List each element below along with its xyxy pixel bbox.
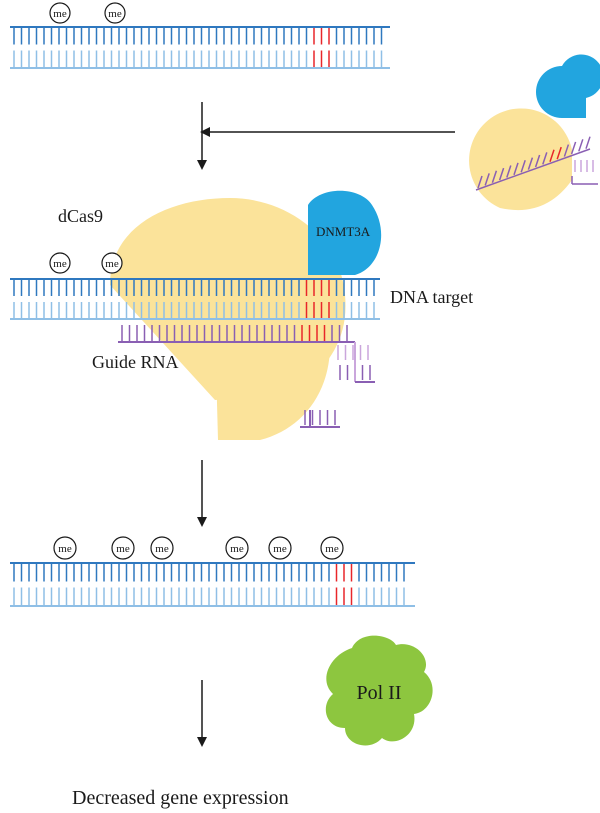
methyl-label: me bbox=[105, 258, 119, 270]
base-pair-tick bbox=[491, 170, 498, 183]
arrow-down bbox=[197, 102, 207, 170]
base-pair-tick bbox=[506, 165, 512, 178]
methyl-mark: me bbox=[268, 536, 292, 560]
base-pair-tick bbox=[549, 149, 555, 163]
dnmt3a-enzyme bbox=[308, 190, 382, 275]
base-pair-tick bbox=[477, 175, 483, 189]
base-pair-tick bbox=[563, 144, 570, 157]
base-pair-tick bbox=[475, 148, 591, 191]
base-pair-tick bbox=[513, 162, 519, 176]
dcas9-label: dCas9 bbox=[58, 206, 103, 226]
base-pair-tick bbox=[570, 141, 577, 155]
methyl-mark: me bbox=[225, 536, 249, 560]
methyl-label: me bbox=[108, 8, 122, 20]
methyl-mark: me bbox=[49, 2, 71, 24]
methyl-label: me bbox=[53, 8, 67, 20]
methyl-mark: me bbox=[111, 536, 135, 560]
arrow-down bbox=[197, 680, 207, 747]
base-pair-tick bbox=[498, 167, 505, 181]
pol2-shape bbox=[325, 635, 433, 746]
methyl-label: me bbox=[325, 543, 339, 555]
dcas9-shape bbox=[469, 108, 572, 211]
methyl-mark: me bbox=[49, 252, 71, 274]
methyl-mark: me bbox=[320, 536, 344, 560]
dna-initial-ticks bbox=[13, 27, 383, 68]
base-pair-tick bbox=[578, 139, 584, 152]
dnmt3a-label: DNMT3A bbox=[316, 224, 371, 239]
dna-target-label: DNA target bbox=[390, 287, 473, 307]
dcas9-dnmt3a-complex-small bbox=[469, 54, 600, 211]
base-pair-tick bbox=[556, 146, 562, 160]
dna-target bbox=[10, 278, 380, 320]
methyl-label: me bbox=[53, 258, 67, 270]
methyl-mark: me bbox=[150, 536, 174, 560]
outcome-label: Decreased gene expression bbox=[72, 787, 289, 809]
methyl-label: me bbox=[116, 543, 130, 555]
methyl-mark: me bbox=[53, 536, 77, 560]
methyl-label: me bbox=[273, 543, 287, 555]
pol2-complex: Pol II bbox=[325, 635, 433, 746]
dnmt3a-shape bbox=[536, 54, 600, 118]
methyl-mark: me bbox=[101, 252, 123, 274]
guide-rna-small bbox=[475, 136, 598, 191]
dna-initial: me me bbox=[10, 2, 390, 69]
dna-methylated-ticks bbox=[13, 563, 405, 606]
base-pair-tick bbox=[520, 160, 526, 173]
dna-target-ticks bbox=[13, 279, 375, 319]
base-pair-tick bbox=[484, 173, 490, 186]
guide-rna bbox=[118, 325, 375, 428]
pol2-label: Pol II bbox=[357, 682, 402, 704]
base-pair-tick bbox=[534, 154, 541, 168]
methyl-label: me bbox=[58, 543, 72, 555]
methyl-label: me bbox=[155, 543, 169, 555]
methyl-mark: me bbox=[104, 2, 126, 24]
arrow-down bbox=[197, 460, 207, 527]
base-pair-tick bbox=[542, 152, 548, 165]
arrow-left bbox=[200, 127, 455, 137]
base-pair-tick bbox=[527, 157, 534, 170]
dcas9-body bbox=[110, 198, 346, 440]
base-pair-tick bbox=[585, 136, 591, 149]
dna-methylated bbox=[10, 562, 415, 607]
guide-rna-label: Guide RNA bbox=[92, 352, 179, 372]
methyl-label: me bbox=[230, 543, 244, 555]
